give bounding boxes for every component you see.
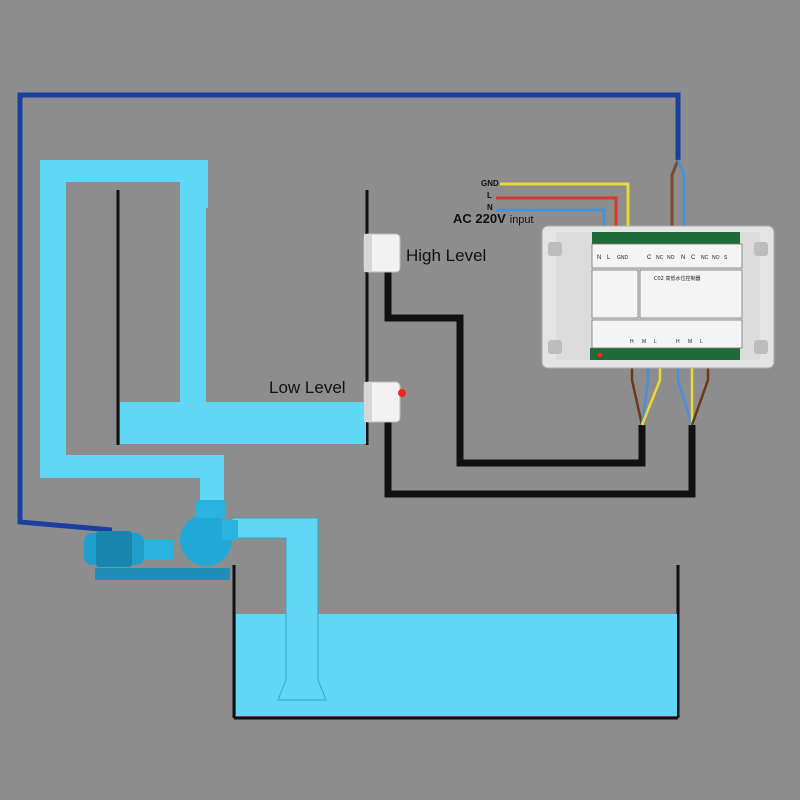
controller-terminal-c1: C [647, 255, 652, 261]
upper-tank-water [120, 402, 366, 444]
pump-volute [180, 514, 232, 566]
controller-terminal-gnd: GND [617, 255, 629, 261]
controller-terminal-l2: L [700, 339, 703, 345]
pump-coupling [144, 540, 174, 560]
controller-terminal-c2: C [691, 255, 696, 261]
gnd-label: GND [481, 179, 499, 188]
ac-voltage-label: AC 220V [453, 211, 506, 226]
low-level-label: Low Level [269, 378, 346, 397]
high-level-sensor-wire [384, 272, 646, 467]
n-label: N [487, 203, 493, 212]
controller-module: N L GND C NC NO N C NC NO S C02 高低水位控制器 … [541, 225, 775, 369]
low-level-sensor-wire [384, 420, 696, 498]
controller-led [597, 352, 603, 358]
pump [84, 500, 238, 580]
pump-base [95, 568, 230, 580]
low-level-sensor [363, 381, 406, 423]
pump-inlet [222, 520, 238, 540]
controller-terminal-h2: H [676, 339, 680, 345]
inlet-down-pipe [180, 200, 206, 405]
controller-terminal-n2: N [681, 255, 685, 261]
controller-terminal-m2: M [688, 339, 692, 345]
suction-pipe [231, 517, 327, 701]
pump-outlet [196, 500, 226, 518]
controller-terminal-nc2: NC [701, 255, 709, 261]
low-level-indicator-light [398, 389, 406, 397]
gnd-wire [500, 182, 630, 236]
controller-terminal-l: L [607, 255, 611, 261]
controller-terminal-m1: M [642, 339, 646, 345]
controller-terminal-l1: L [654, 339, 657, 345]
controller-model: C02 高低水位控制器 [654, 275, 700, 282]
high-level-sensor [363, 233, 401, 273]
high-level-label: High Level [406, 246, 487, 265]
power-wire-drop [670, 159, 680, 230]
pump-motor-fins [96, 531, 132, 567]
sensor-wire-fanout-right [676, 368, 710, 426]
input-label: input [509, 214, 534, 226]
controller-terminal-s: S [724, 255, 728, 261]
controller-terminal-h1: H [630, 339, 634, 345]
sensor-wire-fanout-left [630, 368, 662, 426]
controller-terminal-no1: NO [667, 255, 675, 261]
controller-terminal-no2: NO [712, 255, 720, 261]
l-wire [496, 196, 618, 236]
l-label: L [487, 191, 492, 200]
delivery-pipe [40, 160, 224, 505]
power-wire-drop-blue [676, 159, 686, 230]
power-wire [17, 92, 681, 533]
controller-terminal-n: N [597, 255, 601, 261]
controller-terminal-nc1: NC [656, 255, 664, 261]
